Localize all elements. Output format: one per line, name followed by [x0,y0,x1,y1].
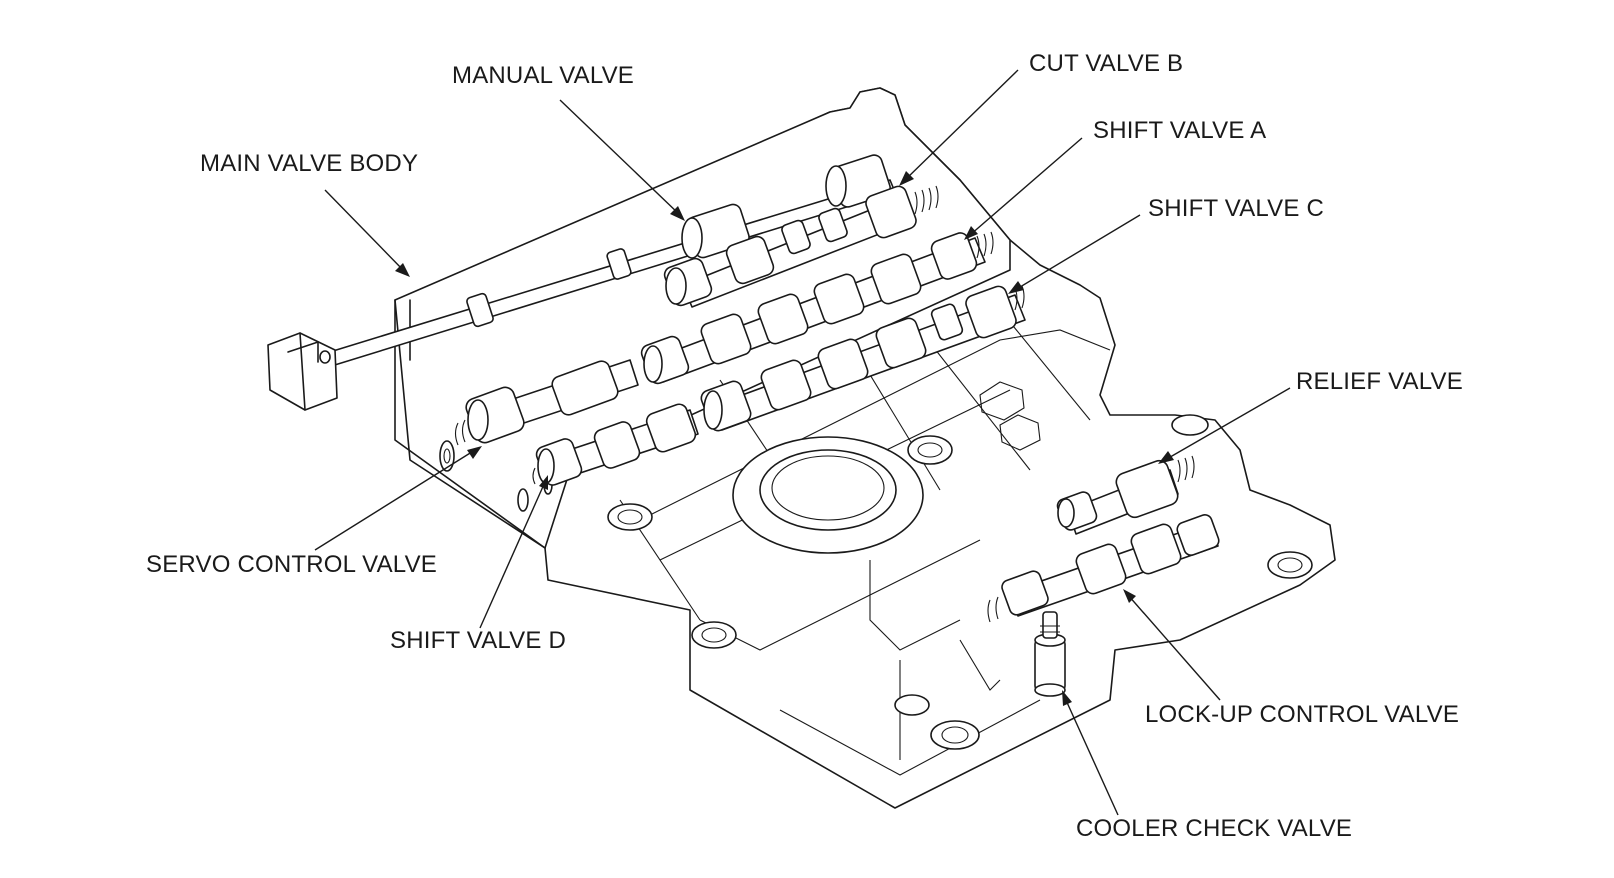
label-manual-valve: MANUAL VALVE [452,62,635,89]
cooler-check-valve [1034,611,1066,697]
leader-lines [314,69,1291,816]
label-cut-valve-b: CUT VALVE B [1029,50,1184,77]
label-servo-control-valve: SERVO CONTROL VALVE [146,551,437,578]
shift-valve-c [700,285,1026,432]
relief-valve [1056,455,1195,535]
label-relief-valve: RELIEF VALVE [1296,368,1463,395]
cut-valve-b [663,185,939,308]
manual-valve-shaft [267,154,896,411]
label-shift-valve-a: SHIFT VALVE A [1093,117,1267,144]
label-shift-valve-d: SHIFT VALVE D [390,627,566,654]
label-shift-valve-c: SHIFT VALVE C [1148,195,1324,222]
servo-control-valve [454,359,639,446]
label-cooler-check-valve: COOLER CHECK VALVE [1076,815,1353,842]
label-lock-up-control-valve: LOCK-UP CONTROL VALVE [1145,701,1460,728]
shift-valve-a [640,231,994,385]
lock-up-control-valve [987,514,1220,623]
label-main-valve-body: MAIN VALVE BODY [200,150,419,177]
shift-valve-d [532,403,699,486]
